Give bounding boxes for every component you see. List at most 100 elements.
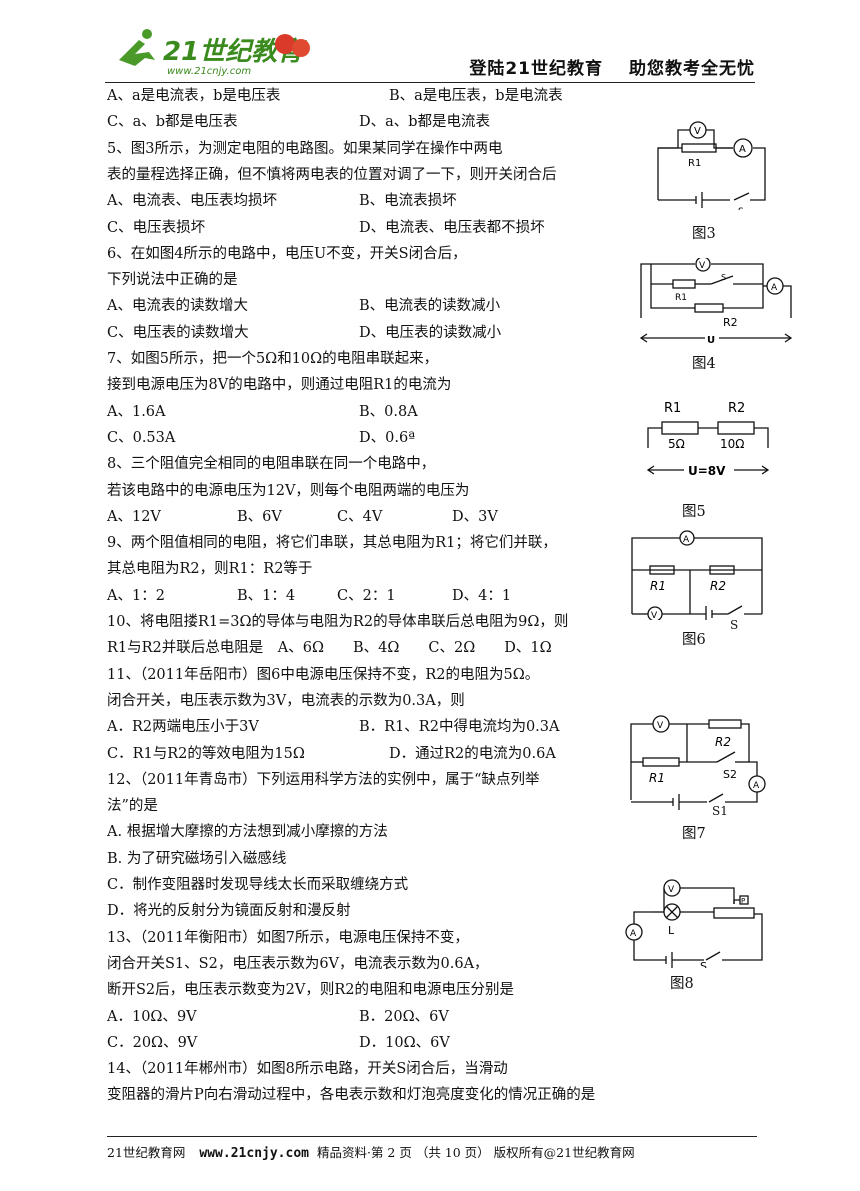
text-line: 变阻器的滑片P向右滑动过程中，各电表示数和灯泡亮度变化的情况正确的是 [107, 1087, 596, 1104]
figure-7-switch-label: S1 [712, 804, 728, 818]
option: A、12V [107, 508, 161, 525]
svg-text:S2: S2 [723, 768, 737, 781]
option-left: C、0.53A [107, 429, 176, 446]
svg-text:R2: R2 [728, 401, 745, 416]
figure-4-caption: 图4 [692, 356, 716, 372]
option-left: C、a、b都是电压表 [107, 114, 238, 131]
text-line: D．将光的反射分为镜面反射和漫反射 [107, 903, 351, 920]
svg-text:S: S [721, 273, 726, 282]
text-line: 13、（2011年衡阳市）如图7所示，电源电压保持不变， [107, 929, 469, 946]
page-header: 21世纪教育 www.21cnjy.com 登陆21世纪教育 助您教考全无忧 [105, 20, 755, 83]
logo: 21世纪教育 www.21cnjy.com [119, 29, 310, 77]
svg-text:R1: R1 [649, 771, 665, 785]
text-line: A. 根据增大摩擦的方法想到减小摩擦的方法 [107, 824, 388, 841]
figure-6-circuit: A V R1 R2 [631, 530, 763, 620]
text-line: B. 为了研究磁场引入磁感线 [107, 850, 287, 867]
svg-text:A: A [739, 144, 746, 155]
option: A、1：2 [107, 587, 165, 604]
footer-info: 精品资料·第 2 页 （共 10 页） 版权所有@21世纪教育网 [316, 1145, 635, 1160]
svg-text:P: P [741, 897, 745, 905]
text-line: 6、在如图4所示的电路中，电压U不变，开关S闭合后， [107, 245, 467, 262]
option-right: D．通过R2的电流为0.6A [389, 745, 556, 762]
text-line: 断开S2后，电压表示数变为2V，则R2的电阻和电源电压分别是 [107, 982, 514, 999]
option-right: B、电流表的读数减小 [359, 298, 501, 315]
option-left: A．10Ω、9V [107, 1008, 197, 1025]
option: C、4V [337, 508, 383, 525]
option: C、2：1 [337, 587, 396, 604]
slogan-right: 助您教考全无忧 [629, 59, 755, 79]
svg-text:R1: R1 [664, 401, 681, 416]
option-left: A、电流表、电压表均损坏 [107, 193, 277, 210]
runner-icon [119, 40, 155, 66]
slogan: 登陆21世纪教育 助您教考全无忧 [443, 54, 755, 79]
option-right: D、电压表的读数减小 [359, 324, 502, 341]
svg-text:S: S [700, 960, 707, 968]
text-line: 9、两个阻值相同的电阻，将它们串联，其总电阻为R1；将它们并联， [107, 535, 557, 552]
option-left: C．20Ω、9V [107, 1034, 198, 1051]
figure-8-caption: 图8 [670, 976, 694, 992]
option-right: D、0.6ª [359, 429, 416, 446]
svg-text:V: V [668, 885, 675, 895]
option-right: D、a、b都是电流表 [359, 114, 491, 131]
option-right: D、电流表、电压表都不损坏 [359, 219, 545, 236]
text-line: 表的量程选择正确，但不慎将两电表的位置对调了一下，则开关闭合后 [107, 166, 557, 183]
option: B、1：4 [237, 587, 296, 604]
text-line: 5、图3所示，为测定电阻的电路图。如果某同学在操作中两电 [107, 140, 503, 157]
svg-text:S: S [738, 207, 744, 210]
svg-text:R2: R2 [723, 316, 738, 329]
option-left: A、1.6A [107, 403, 166, 420]
svg-text:U=8V: U=8V [688, 464, 726, 478]
figure-7-caption: 图7 [682, 826, 706, 842]
svg-text:A: A [630, 929, 637, 939]
text-line: 闭合开关S1、S2，电压表示数为6V，电流表示数为0.6A， [107, 955, 489, 972]
text-line: 10、将电阻搂R1=3Ω的导体与电阻为R2的导体串联后总电阻为9Ω，则 [107, 614, 569, 630]
svg-text:10Ω: 10Ω [720, 437, 744, 451]
svg-text:R1: R1 [650, 579, 666, 593]
footer-url[interactable]: www.21cnjy.com [199, 1146, 309, 1161]
option-left: A、电流表的读数增大 [107, 298, 248, 315]
option-left: A、a是电流表，b是电压表 [107, 88, 281, 104]
svg-text:L: L [668, 924, 675, 937]
text-line: 14、（2011年郴州市）如图8所示电路，开关S闭合后，当滑动 [107, 1061, 508, 1078]
text-line: 12、（2011年青岛市）下列运用科学方法的实例中，属于“缺点列举 [107, 771, 540, 788]
logo-url: www.21cnjy.com [167, 66, 251, 77]
option-left: C．R1与R2的等效电阻为15Ω [107, 745, 305, 762]
text-line: 8、三个阻值完全相同的电阻串联在同一个电路中， [107, 456, 436, 473]
option-right: B、0.8A [359, 403, 418, 420]
text-line: 接到电源电压为8V的电路中，则通过电阻R1的电流为 [107, 377, 452, 394]
svg-text:R1: R1 [675, 293, 687, 303]
text-line: C．制作变阻器时发现导线太长而采取缠绕方式 [107, 877, 409, 893]
svg-text:U: U [707, 335, 715, 346]
figure-4-circuit: V A R1 R2 S U [639, 258, 793, 346]
figure-8-circuit: V A L P S [625, 879, 763, 968]
option: B、6V [237, 508, 282, 525]
svg-text:V: V [699, 261, 706, 271]
svg-text:A: A [683, 535, 690, 545]
svg-text:R1: R1 [688, 158, 701, 169]
option-right: B、a是电压表，b是电流表 [389, 88, 563, 104]
svg-text:V: V [694, 126, 701, 137]
footer-site: 21世纪教育网 [107, 1145, 186, 1160]
svg-text:5Ω: 5Ω [668, 437, 685, 451]
option-right: D．10Ω、6V [359, 1034, 450, 1051]
text-line: 若该电路中的电源电压为12V，则每个电阻两端的电压为 [107, 482, 470, 499]
text-line: R1与R2并联后总电阻是 A、6Ω B、4Ω C、2Ω D、1Ω [107, 640, 552, 657]
option-right: B、电流表损坏 [359, 193, 457, 210]
text-line: 11、（2011年岳阳市）图6中电源电压保持不变，R2的电阻为5Ω。 [107, 666, 540, 683]
option-right: B．20Ω、6V [359, 1008, 449, 1025]
text-line: 其总电阻为R2，则R1：R2等于 [107, 561, 313, 578]
option-left: C、电压表损坏 [107, 219, 206, 236]
page-footer: 21世纪教育网 www.21cnjy.com 精品资料·第 2 页 （共 10 页）… [107, 1136, 757, 1161]
text-line: 下列说法中正确的是 [107, 272, 238, 289]
figure-6-switch-label: S [730, 618, 739, 632]
option: D、3V [452, 508, 498, 525]
svg-text:V: V [651, 611, 658, 620]
text-line: 闭合开关，电压表示数为3V，电流表的示数为0.3A，则 [107, 692, 465, 709]
slogan-left: 登陆21世纪教育 [469, 59, 603, 79]
svg-text:R2: R2 [715, 735, 731, 749]
option-left: A．R2两端电压小于3V [107, 719, 259, 736]
option: D、4：1 [452, 587, 512, 604]
figure-3-caption: 图3 [692, 226, 716, 242]
option-right: B．R1、R2中得电流均为0.3A [359, 719, 560, 736]
svg-text:A: A [771, 283, 778, 293]
